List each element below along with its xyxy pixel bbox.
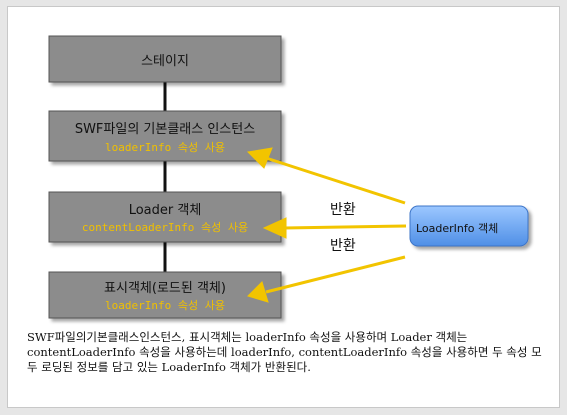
loader-box-sub: contentLoaderInfo 속성 사용 xyxy=(81,221,249,234)
loaderinfo-pill-label: LoaderInfo 객체 xyxy=(416,222,499,235)
loader-box-title: Loader 객체 xyxy=(128,203,202,218)
stage-box-title: 스테이지 xyxy=(141,54,189,69)
arrow-to-loader xyxy=(283,224,407,230)
arrow-to-display xyxy=(265,255,406,294)
display-box-title: 표시객체(로드된 객체) xyxy=(104,281,226,296)
swf-instance-box xyxy=(48,110,282,162)
display-box-sub: loaderInfo 속성 사용 xyxy=(105,299,225,312)
arrow-to-swf-head xyxy=(246,147,273,169)
arrow-label-return-2: 반환 xyxy=(330,238,356,254)
loaderinfo-pill xyxy=(409,205,529,247)
arrow-label-return-1: 반환 xyxy=(330,202,356,218)
stage-box xyxy=(48,35,282,83)
arrow-to-swf xyxy=(265,156,406,205)
loader-object-box xyxy=(48,191,282,243)
arrow-to-display-head xyxy=(247,281,269,303)
display-object-box xyxy=(48,271,282,319)
swf-box-title: SWF파일의 기본클래스 인스턴스 xyxy=(74,122,256,137)
arrow-to-loader-head xyxy=(262,217,287,239)
swf-box-sub: loaderInfo 속성 사용 xyxy=(105,141,225,154)
diagram-caption: SWF파일의기본클래스인스턴스, 표시객체는 loaderInfo 속성을 사용… xyxy=(27,330,542,374)
